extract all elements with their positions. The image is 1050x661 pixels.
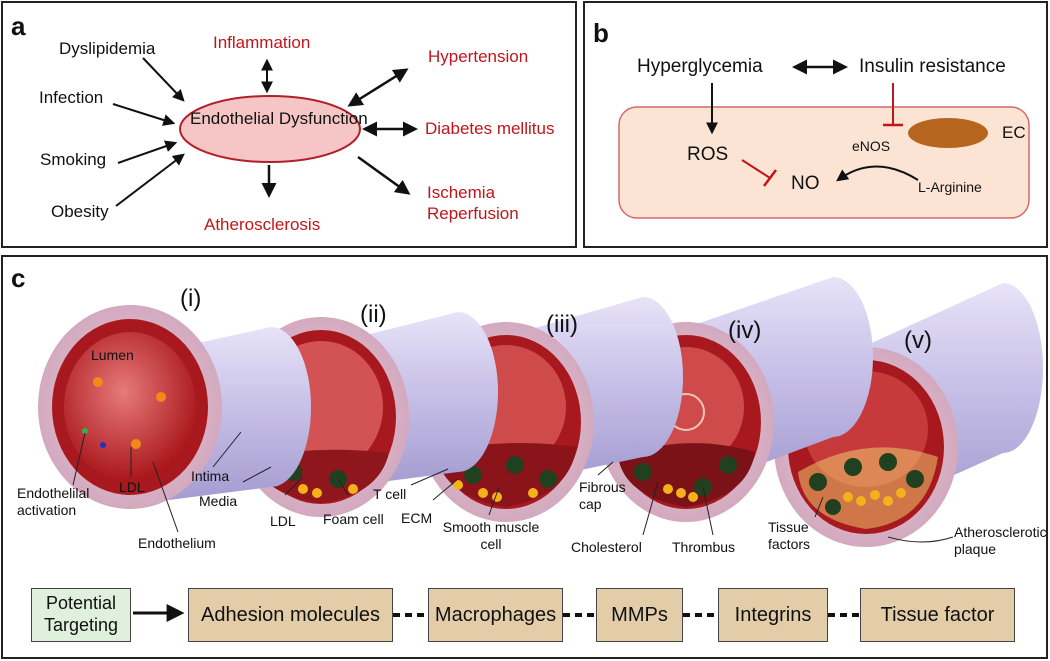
enos-label: eNOS [852, 138, 891, 154]
thrombus-label: Thrombus [672, 539, 736, 555]
leader-lines [72, 431, 954, 543]
vessel-stage-1 [38, 305, 311, 509]
media-label: Media [199, 493, 238, 509]
ec-label: EC [1002, 123, 1026, 142]
ecm-label: ECM [401, 510, 433, 526]
target-mmps: MMPs [596, 588, 683, 642]
panel-c-label: c [11, 263, 26, 293]
cause-dyslipidemia: Dyslipidemia [59, 39, 156, 58]
ldl-label-2: LDL [270, 513, 296, 529]
hyperglycemia-label: Hyperglycemia [637, 56, 763, 77]
outcome-hypertension: Hypertension [428, 47, 529, 66]
inflammation-label: Inflammation [213, 33, 311, 52]
vessel-stage-4 [598, 277, 873, 522]
cause-obesity: Obesity [51, 202, 109, 221]
endothelial-dysfunction-label: Endothelial Dysfunction [190, 109, 368, 128]
cause-smoking: Smoking [40, 150, 107, 169]
stage-4-label: (iv) [728, 317, 762, 344]
outcome-ischemia-reperfusion: Ischemia Reperfusion [427, 183, 519, 224]
ldl-label-1: LDL [119, 479, 145, 495]
fibrous-cap-label: Fibrous cap [579, 479, 626, 512]
endothelium-label: Endothelium [138, 535, 216, 551]
panel-a-label: a [11, 11, 26, 41]
potential-targeting-box: Potential Targeting [31, 588, 131, 642]
target-integrins: Integrins [718, 588, 828, 642]
target-tissue-factor: Tissue factor [860, 588, 1015, 642]
stage-1-label: (i) [180, 285, 202, 312]
cause-infection: Infection [39, 88, 104, 107]
outcome-diabetes: Diabetes mellitus [425, 119, 555, 138]
artery-illustration [38, 277, 1043, 547]
panel-a: a Endothelial Dysfunction Dyslipidemia I… [1, 1, 577, 248]
intima-label: Intima [191, 468, 230, 484]
stage-2-label: (ii) [360, 301, 387, 328]
foam-cell-label: Foam cell [323, 511, 384, 527]
l-arginine-label: L-Arginine [918, 179, 982, 195]
lumen-label: Lumen [91, 347, 134, 363]
t-cell-label: T cell [373, 486, 407, 502]
target-adhesion-molecules: Adhesion molecules [188, 588, 393, 642]
panel-b: b Hyperglycemia Insulin resistance ROS e… [583, 1, 1048, 248]
no-label: NO [791, 173, 820, 194]
insulin-resistance-label: Insulin resistance [859, 56, 1006, 77]
stage-3-label: (iii) [546, 311, 578, 338]
panel-b-diagram [618, 59, 1030, 219]
atherosclerosis-label: Atherosclerosis [204, 215, 321, 234]
ros-label: ROS [687, 144, 729, 165]
vessel-stage-5 [774, 283, 1043, 547]
tissue-factors-label: Tissue factors [768, 519, 811, 552]
stage-5-label: (v) [904, 327, 932, 354]
smooth-muscle-cell-label: Smooth muscle cell [442, 519, 540, 552]
endothelial-activation-label: Endothelilal activation [17, 485, 90, 518]
panel-a-arrows [112, 57, 418, 207]
targeting-connectors [133, 604, 860, 622]
cholesterol-label: Cholesterol [571, 539, 642, 555]
atherosclerotic-plaque-label: Atherosclerotic plaque [954, 524, 1047, 557]
panel-c: c [1, 255, 1048, 659]
target-macrophages: Macrophages [428, 588, 563, 642]
panel-b-label: b [593, 18, 609, 48]
